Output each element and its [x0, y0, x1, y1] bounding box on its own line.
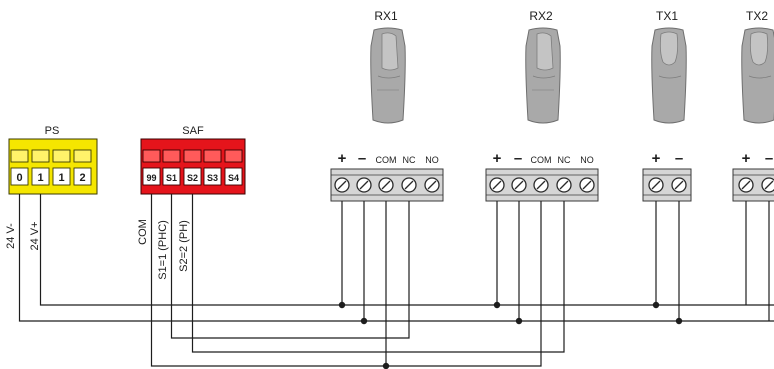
rx1-terminal-block	[330, 168, 444, 202]
rx2-label: RX2	[529, 9, 553, 23]
saf-wire-label-s1: S1=1 (PHC)	[157, 220, 169, 280]
tx2-label: TX2	[746, 9, 768, 23]
saf-wire-label-s2: S2=2 (PH)	[178, 220, 190, 272]
screw-icon	[356, 177, 372, 193]
rx1-pin-no: NO	[425, 155, 439, 165]
ps-label: PS	[45, 125, 60, 137]
rx1-pin-minus: –	[358, 150, 366, 167]
rx1-pin-nc: NC	[403, 155, 416, 165]
screw-icon	[738, 177, 754, 193]
saf-terminal-99: 99	[146, 173, 156, 183]
rx2-pin-nc: NC	[558, 155, 571, 165]
rx1-sensor-icon	[370, 27, 406, 124]
tx1-sensor-icon	[651, 27, 687, 124]
screw-icon	[761, 177, 774, 193]
saf-terminal-s2: S2	[187, 173, 198, 183]
screw-icon	[489, 177, 505, 193]
ps-terminal-1b: 1	[58, 172, 64, 184]
rx2-sensor-icon	[525, 27, 561, 124]
screw-icon	[671, 177, 687, 193]
saf-terminal-block: 99 S1 S2 S3 S4	[140, 138, 246, 195]
saf-terminal-s1: S1	[166, 173, 177, 183]
ps-wire-label-24v-plus: 24 V+	[29, 221, 41, 250]
junction-dot	[515, 317, 523, 325]
screw-icon	[579, 177, 595, 193]
saf-wire-label-com: COM	[137, 219, 149, 245]
wires	[18, 194, 774, 367]
rx2-pin-no: NO	[580, 155, 594, 165]
junction-dot	[675, 317, 683, 325]
tx1-label: TX1	[656, 9, 678, 23]
screw-icon	[334, 177, 350, 193]
tx2-pin-minus: –	[765, 150, 773, 167]
screw-icon	[556, 177, 572, 193]
rx2-pin-plus: +	[493, 150, 502, 167]
junction-dot	[652, 301, 660, 309]
rx2-pin-com: COM	[531, 155, 552, 165]
ps-terminal-2: 2	[79, 172, 85, 184]
junction-dot	[360, 317, 368, 325]
terminal-screws	[334, 177, 774, 193]
junction-dot	[338, 301, 346, 309]
rx1-label: RX1	[374, 9, 398, 23]
wire-saf-com	[150, 194, 387, 367]
junction-dot	[382, 362, 390, 369]
ps-terminal-0: 0	[16, 172, 22, 184]
rx2-pin-minus: –	[514, 150, 522, 167]
tx1-pin-minus: –	[675, 150, 683, 167]
ps-terminal-block: 0 1 1 2	[8, 138, 98, 195]
tx2-pin-plus: +	[742, 150, 751, 167]
wire-saf-s1	[170, 194, 410, 339]
screw-icon	[511, 177, 527, 193]
ps-terminal-1: 1	[37, 172, 43, 184]
wire-24v-minus	[18, 194, 774, 322]
screw-icon	[533, 177, 549, 193]
saf-terminal-s3: S3	[207, 173, 218, 183]
screw-icon	[401, 177, 417, 193]
tx1-pin-plus: +	[652, 150, 661, 167]
wire-rx2-com	[386, 201, 542, 367]
junction-dot	[493, 301, 501, 309]
tx2-sensor-icon	[741, 27, 774, 124]
saf-label: SAF	[182, 125, 204, 137]
wire-saf-s2	[191, 194, 565, 353]
wire-junctions	[338, 301, 683, 369]
wire-24v-plus	[39, 194, 774, 306]
screw-icon	[648, 177, 664, 193]
screw-icon	[424, 177, 440, 193]
ps-wire-label-24v-minus: 24 V-	[5, 223, 17, 249]
screw-icon	[378, 177, 394, 193]
rx1-pin-plus: +	[338, 150, 347, 167]
rx1-pin-com: COM	[376, 155, 397, 165]
saf-terminal-s4: S4	[228, 173, 239, 183]
